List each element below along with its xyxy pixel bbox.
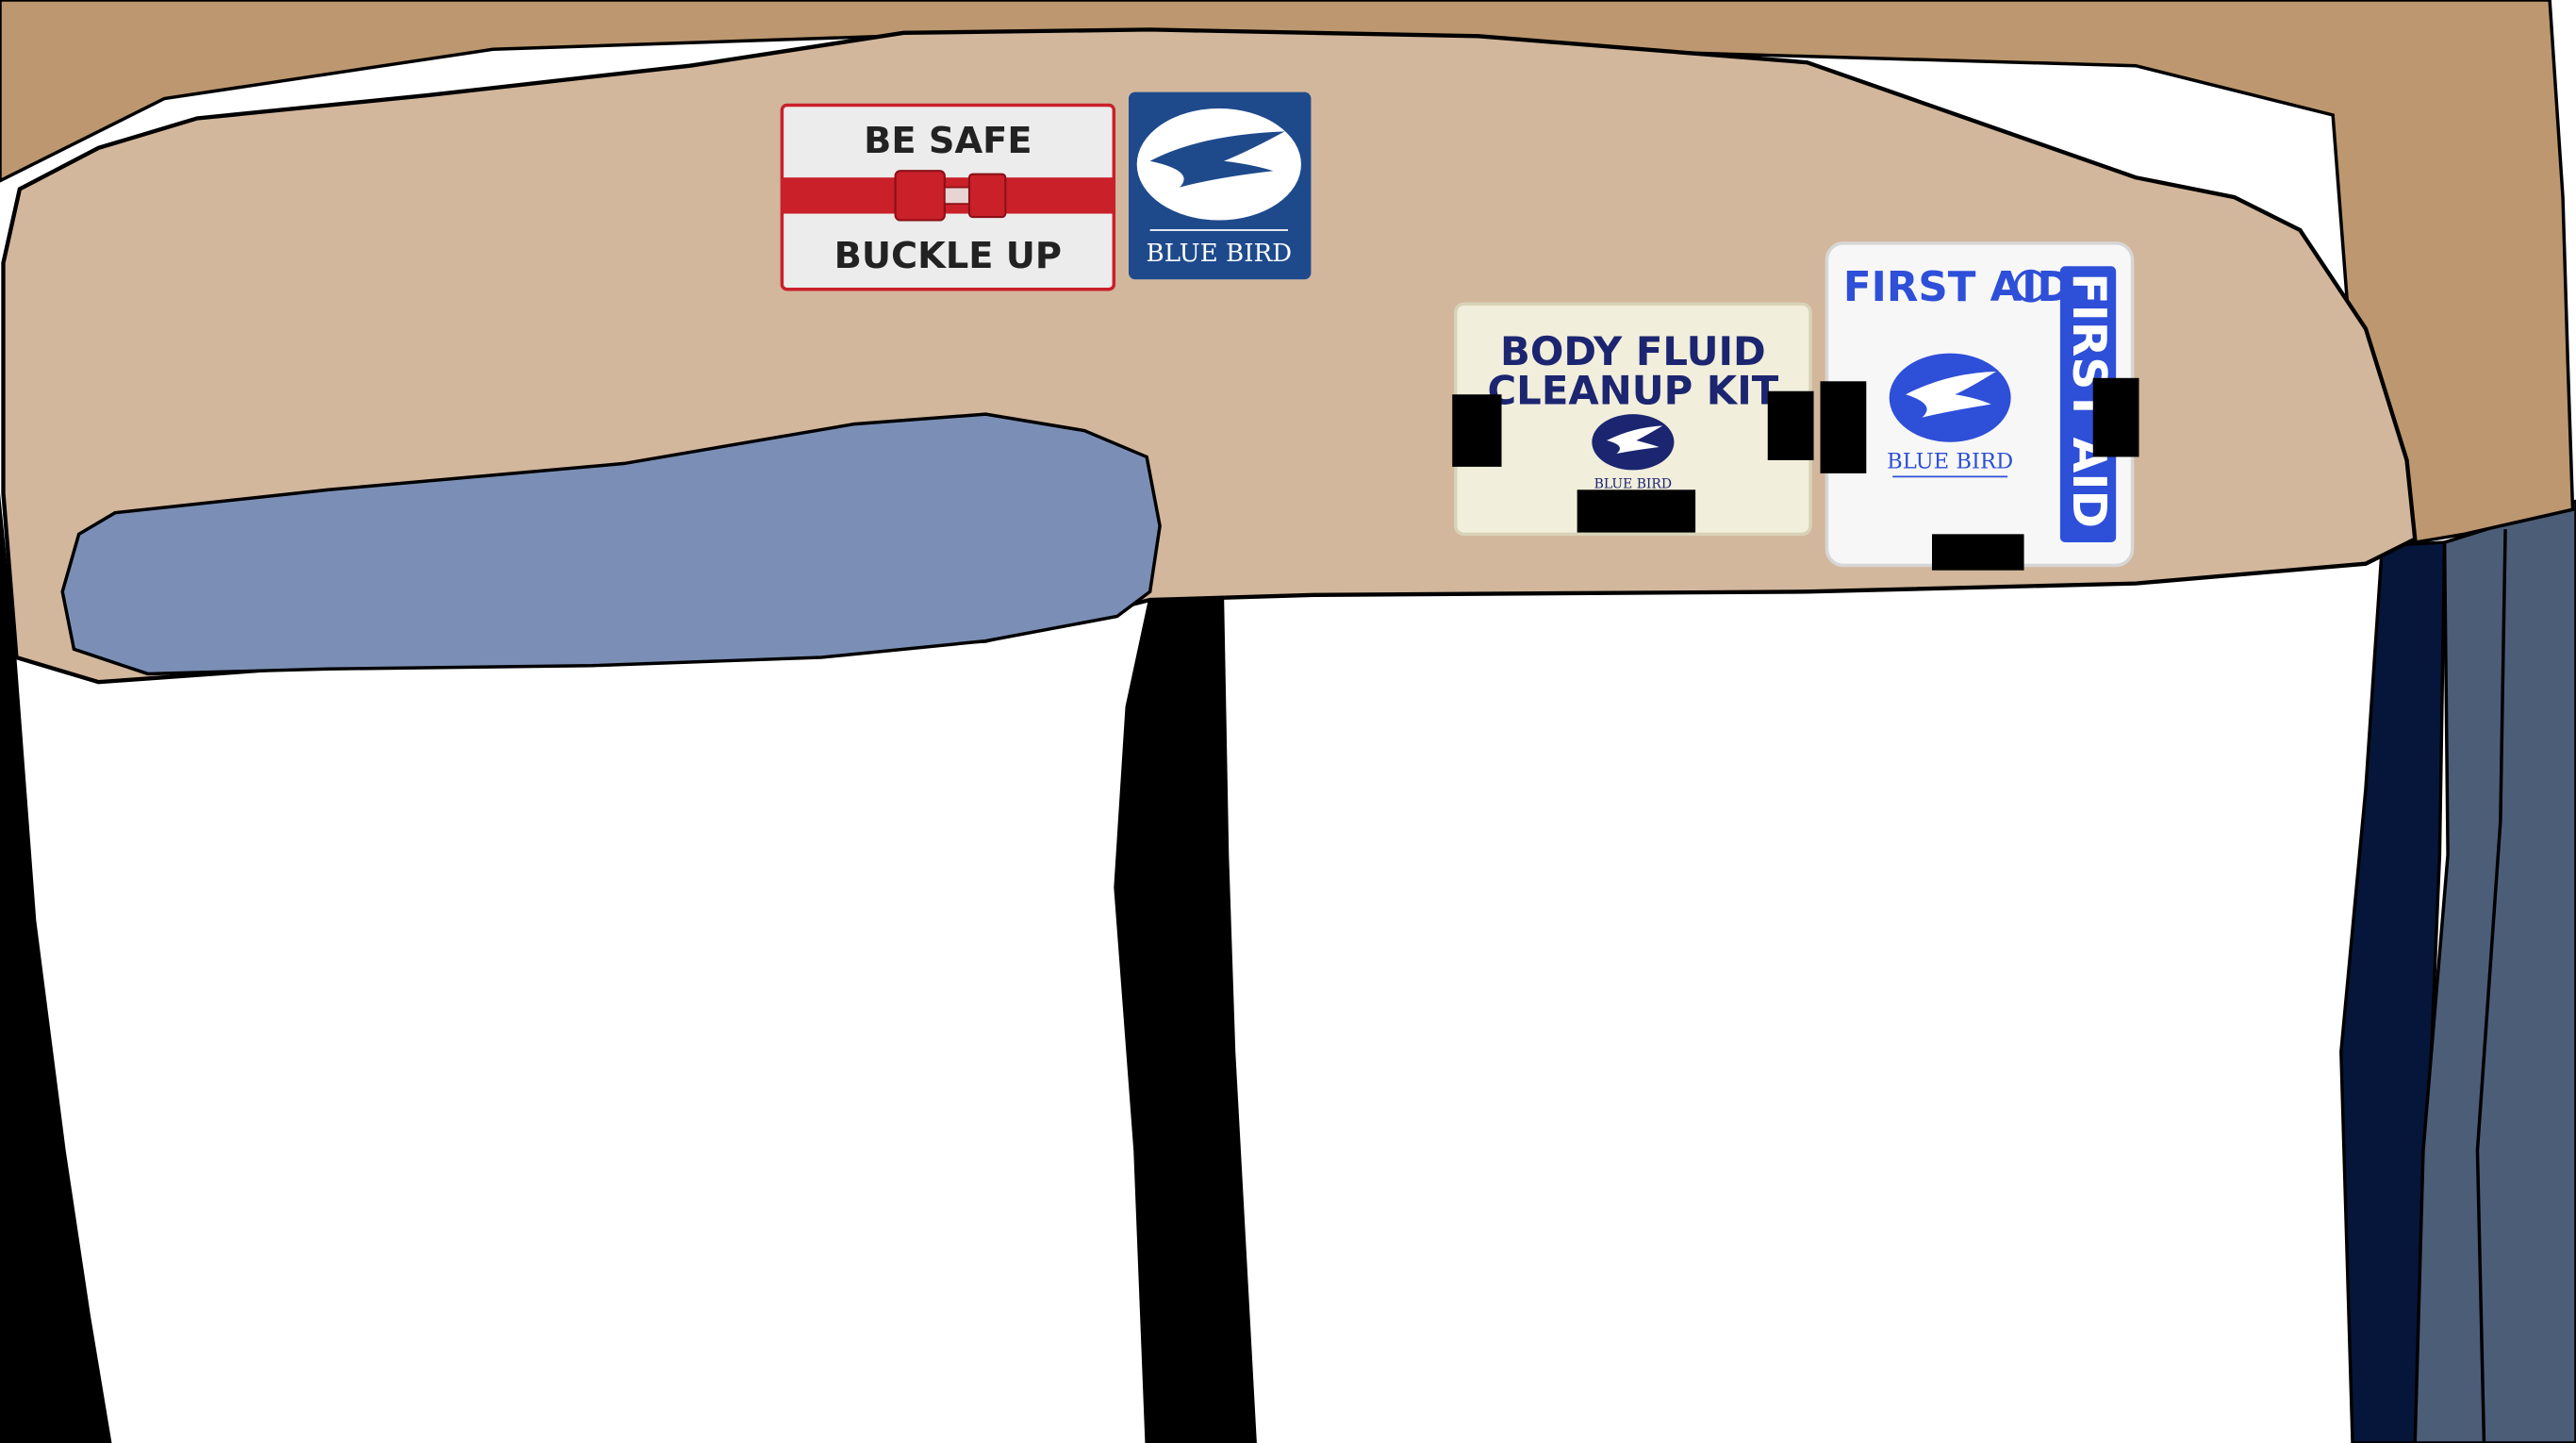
kit-bird-icon: [1607, 425, 1663, 454]
seatbelt-line2: BUCKLE UP: [834, 235, 1062, 277]
logo-plate-brand: BLUE BIRD: [1146, 240, 1292, 268]
tape-left: [1452, 394, 1502, 467]
left-wall-edge: [0, 492, 112, 1443]
fa-tape-right: [2092, 377, 2139, 457]
door-panel-slate: [2413, 499, 2576, 1443]
blue-bird-logo-plate: BLUE BIRD: [1128, 91, 1312, 280]
seatbelt-sign: BE SAFE BUCKLE UP: [780, 103, 1116, 291]
fa-tape-left: [1820, 381, 1867, 473]
center-post: [1114, 591, 1257, 1443]
fa-tape-bottom: [1932, 534, 2024, 571]
blue-padding: [60, 412, 1162, 676]
seatbelt-line1: BE SAFE: [864, 120, 1032, 162]
body-fluid-cleanup-kit: BODY FLUID CLEANUP KIT BLUE BIRD: [1452, 302, 1814, 537]
first-aid-brand: BLUE BIRD: [1887, 450, 2013, 474]
first-aid-kit: FIRST AID FIRST AID BLUE BIRD: [1820, 241, 2139, 571]
door-seam: [2475, 529, 2507, 1443]
tape-right: [1767, 390, 1814, 460]
tape-bottom: [1577, 489, 1696, 533]
kit-brand: BLUE BIRD: [1594, 477, 1672, 492]
bird-icon: [1149, 131, 1285, 188]
kit-line2: CLEANUP KIT: [1488, 368, 1779, 414]
kit-line1: BODY FLUID: [1500, 328, 1766, 374]
registered-mark-icon: [2014, 269, 2047, 303]
first-aid-bird-icon: [1906, 371, 1996, 418]
